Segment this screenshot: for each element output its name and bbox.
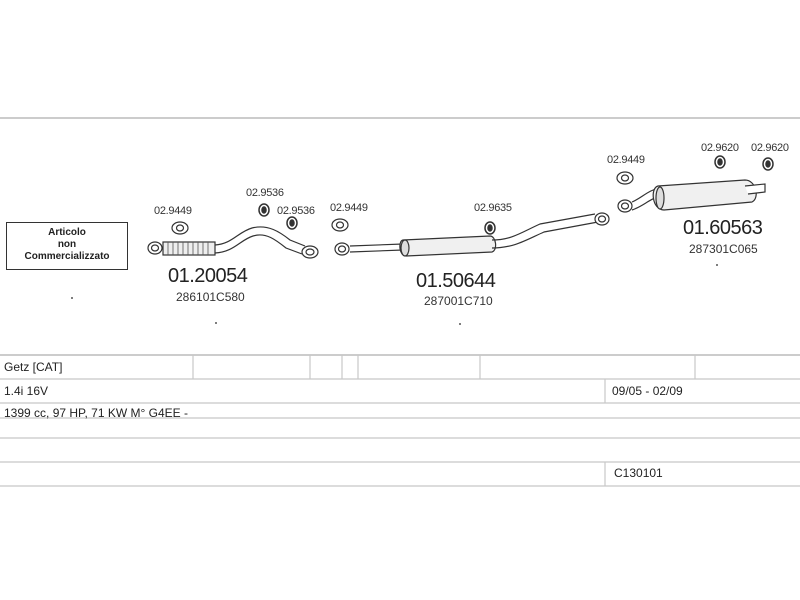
note-line-3: Commercializzato [24,251,110,262]
front-pipe-code[interactable]: 01.20054 [168,265,248,287]
gasket-rear-code: 02.9449 [607,154,645,166]
catalog-code: C130101 [614,466,663,480]
clamp-b-icon [286,216,298,230]
diagram-frame [0,117,800,356]
clamp-b-code: 02.9536 [277,205,315,217]
gasket-rear-icon [616,171,634,185]
gasket-mid-code: 02.9449 [330,202,368,214]
dot-mark [459,323,461,325]
front-pipe-drawing [147,226,319,259]
middle-silencer-code[interactable]: 01.50644 [416,270,496,292]
gasket-front-icon [171,221,189,235]
not-commercialized-note: Articolo non Commercializzato [6,222,128,270]
dot-mark [716,264,718,266]
vehicle-specs: 1399 cc, 97 HP, 71 KW M° G4EE - [4,406,188,420]
note-line-2: non [57,239,77,250]
middle-silencer-oem: 287001C710 [424,294,493,308]
gasket-mid-icon [331,218,349,232]
dot-mark [71,297,73,299]
middle-silencer-drawing [334,212,610,257]
rear-silencer-oem: 287301C065 [689,242,758,256]
gasket-front-code: 02.9449 [154,205,192,217]
clamp-a-code: 02.9536 [246,187,284,199]
note-line-1: Articolo [48,227,86,238]
hanger-rear-a-code: 02.9620 [701,142,739,154]
front-pipe-oem: 286101C580 [176,290,245,304]
vehicle-model: Getz [CAT] [4,360,63,374]
hanger-rear-b-icon [762,157,774,171]
clamp-a-icon [258,203,270,217]
vehicle-engine: 1.4i 16V [4,384,49,398]
rear-silencer-code[interactable]: 01.60563 [683,217,763,239]
hanger-mid-code: 02.9635 [474,202,512,214]
rear-silencer-drawing [617,179,766,213]
vehicle-table-grid [0,355,800,487]
dot-mark [215,322,217,324]
hanger-mid-icon [484,221,496,235]
hanger-rear-b-code: 02.9620 [751,142,789,154]
vehicle-dates: 09/05 - 02/09 [612,384,683,398]
hanger-rear-a-icon [714,155,726,169]
